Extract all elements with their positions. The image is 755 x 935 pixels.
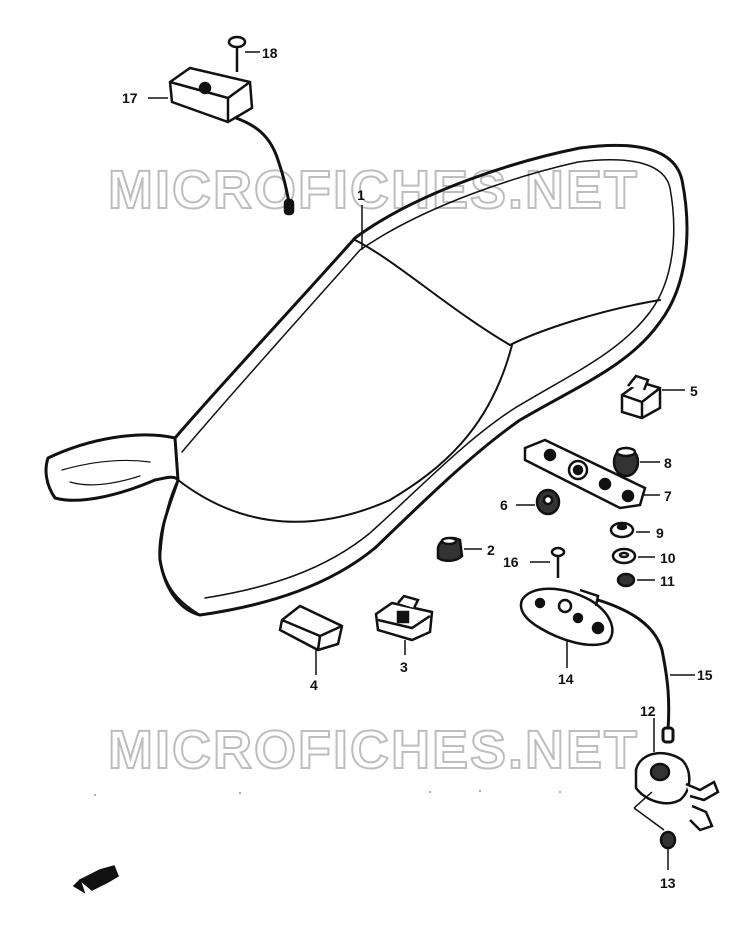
- watermark-bottom: MICROFICHES.NET: [108, 720, 639, 780]
- callout-15: 15: [697, 667, 713, 683]
- washer-part-10: [611, 547, 637, 565]
- screw-part-13: [633, 791, 677, 850]
- callout-12: 12: [640, 703, 656, 719]
- callout-9: 9: [656, 525, 664, 541]
- cable-part-15: [597, 598, 675, 744]
- block-part-3: [374, 594, 434, 642]
- scan-noise: [94, 790, 561, 796]
- watermark-top: MICROFICHES.NET: [108, 160, 639, 220]
- callout-2: 2: [487, 542, 495, 558]
- callout-13: 13: [660, 875, 676, 891]
- callout-14: 14: [558, 671, 574, 687]
- callout-6: 6: [500, 497, 508, 513]
- grommet-part-6: [535, 488, 561, 516]
- callout-17: 17: [122, 90, 138, 106]
- screw-part-18: [227, 35, 247, 72]
- callout-16: 16: [503, 554, 519, 570]
- bracket-part-7: [523, 438, 647, 510]
- callout-11: 11: [660, 573, 675, 589]
- clip-part-5: [620, 374, 662, 420]
- lock-bracket-part-14: [519, 587, 614, 647]
- callout-4: 4: [310, 677, 318, 693]
- bolt-part-16: [550, 546, 566, 578]
- callout-10: 10: [660, 550, 676, 566]
- callout-3: 3: [400, 659, 408, 675]
- callout-1: 1: [357, 187, 365, 203]
- collar-part-9: [609, 521, 635, 539]
- front-arrow-icon: [72, 865, 119, 894]
- seat-part: [44, 143, 689, 617]
- callout-8: 8: [664, 455, 672, 471]
- grommet-part-8: [612, 446, 640, 478]
- callout-5: 5: [690, 383, 698, 399]
- nut-part-11: [616, 572, 636, 588]
- key-lock-part-12: [634, 718, 720, 832]
- callout-18: 18: [262, 45, 278, 61]
- lock-box-part: [168, 66, 295, 216]
- pad-part-4: [278, 604, 344, 652]
- bumper-part-2: [436, 536, 464, 562]
- callout-7: 7: [664, 488, 672, 504]
